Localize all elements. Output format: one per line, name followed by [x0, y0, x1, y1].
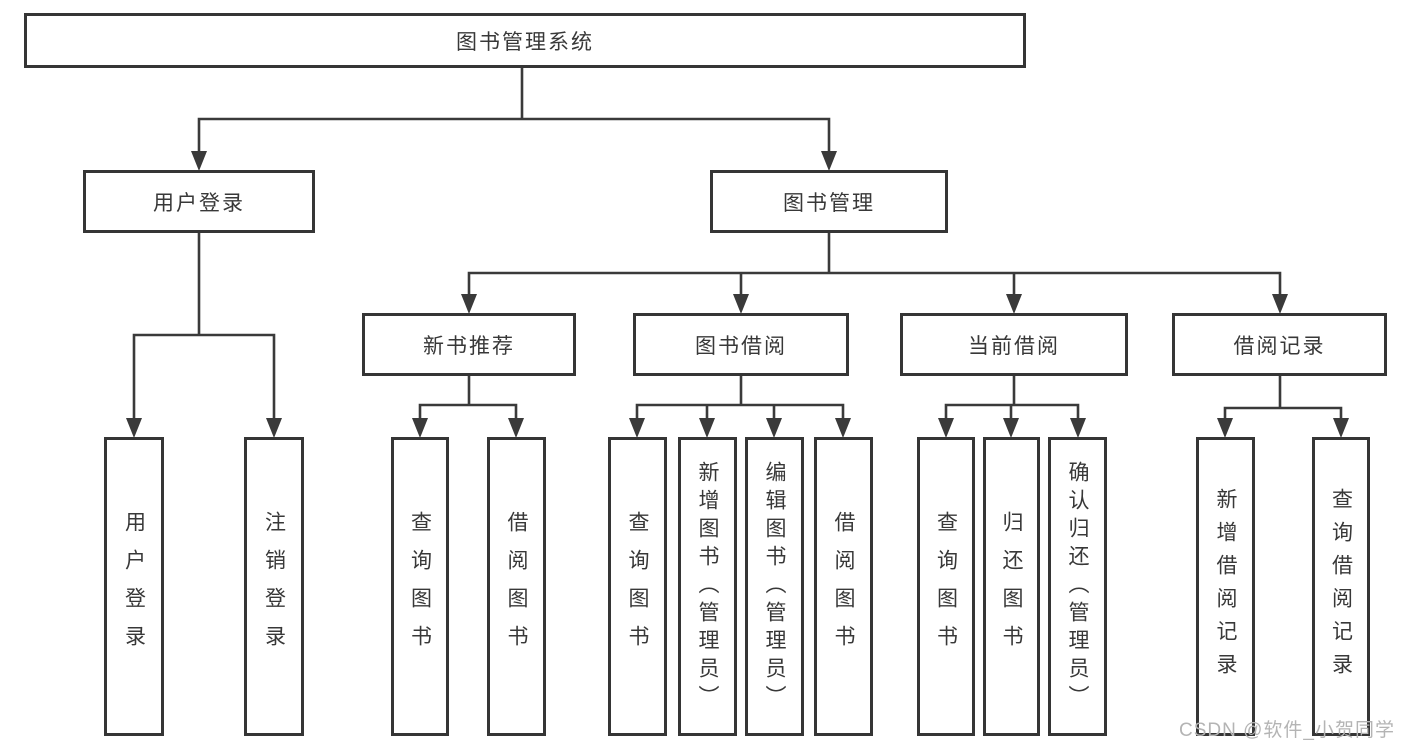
node-leaf-borrow-books-borrow: 借阅图书: [814, 437, 873, 736]
node-new-book-recommend-label: 新书推荐: [423, 334, 515, 358]
node-user-login: 用户登录: [83, 170, 315, 233]
node-leaf-add-borrow-record-label: 新增借阅记录: [1214, 487, 1237, 686]
node-book-management: 图书管理: [710, 170, 948, 233]
node-leaf-add-borrow-record: 新增借阅记录: [1196, 437, 1255, 736]
node-borrowing-records-label: 借阅记录: [1233, 334, 1326, 358]
node-leaf-return-books-label: 归还图书: [1000, 510, 1023, 663]
node-leaf-confirm-return-admin: 确认归还（管理员）: [1048, 437, 1107, 736]
node-leaf-return-books: 归还图书: [983, 437, 1040, 736]
node-leaf-query-books-newbook: 查询图书: [391, 437, 449, 736]
node-book-borrowing: 图书借阅: [633, 313, 849, 376]
node-leaf-logout-label: 注销登录: [262, 510, 286, 663]
node-leaf-query-books-borrow-label: 查询图书: [626, 510, 649, 663]
node-root-system: 图书管理系统: [24, 13, 1026, 68]
node-leaf-add-books-admin-label: 新增图书（管理员）: [696, 460, 719, 713]
node-leaf-user-login: 用户登录: [104, 437, 164, 736]
node-leaf-query-books-borrow: 查询图书: [608, 437, 667, 736]
node-borrowing-records: 借阅记录: [1172, 313, 1387, 376]
node-leaf-add-books-admin: 新增图书（管理员）: [678, 437, 737, 736]
node-book-borrowing-label: 图书借阅: [695, 334, 787, 358]
node-leaf-query-books-newbook-label: 查询图书: [408, 510, 432, 663]
node-leaf-query-borrow-record-label: 查询借阅记录: [1329, 487, 1353, 686]
node-book-management-label: 图书管理: [783, 191, 875, 215]
node-leaf-logout: 注销登录: [244, 437, 304, 736]
node-leaf-query-books-current: 查询图书: [917, 437, 975, 736]
node-leaf-query-books-current-label: 查询图书: [934, 510, 958, 663]
node-leaf-borrow-books-newbook-label: 借阅图书: [505, 510, 528, 663]
node-user-login-label: 用户登录: [153, 191, 245, 215]
node-leaf-borrow-books-newbook: 借阅图书: [487, 437, 546, 736]
node-leaf-borrow-books-borrow-label: 借阅图书: [832, 510, 855, 663]
node-leaf-edit-books-admin: 编辑图书（管理员）: [745, 437, 804, 736]
node-leaf-edit-books-admin-label: 编辑图书（管理员）: [763, 460, 786, 713]
node-current-borrowing-label: 当前借阅: [968, 334, 1060, 358]
watermark-text: CSDN @软件_小贺同学: [1179, 720, 1395, 741]
node-leaf-user-login-label: 用户登录: [122, 510, 146, 663]
node-root-system-label: 图书管理系统: [456, 30, 594, 54]
node-current-borrowing: 当前借阅: [900, 313, 1128, 376]
node-leaf-query-borrow-record: 查询借阅记录: [1312, 437, 1370, 736]
node-leaf-confirm-return-admin-label: 确认归还（管理员）: [1066, 460, 1089, 713]
node-new-book-recommend: 新书推荐: [362, 313, 576, 376]
